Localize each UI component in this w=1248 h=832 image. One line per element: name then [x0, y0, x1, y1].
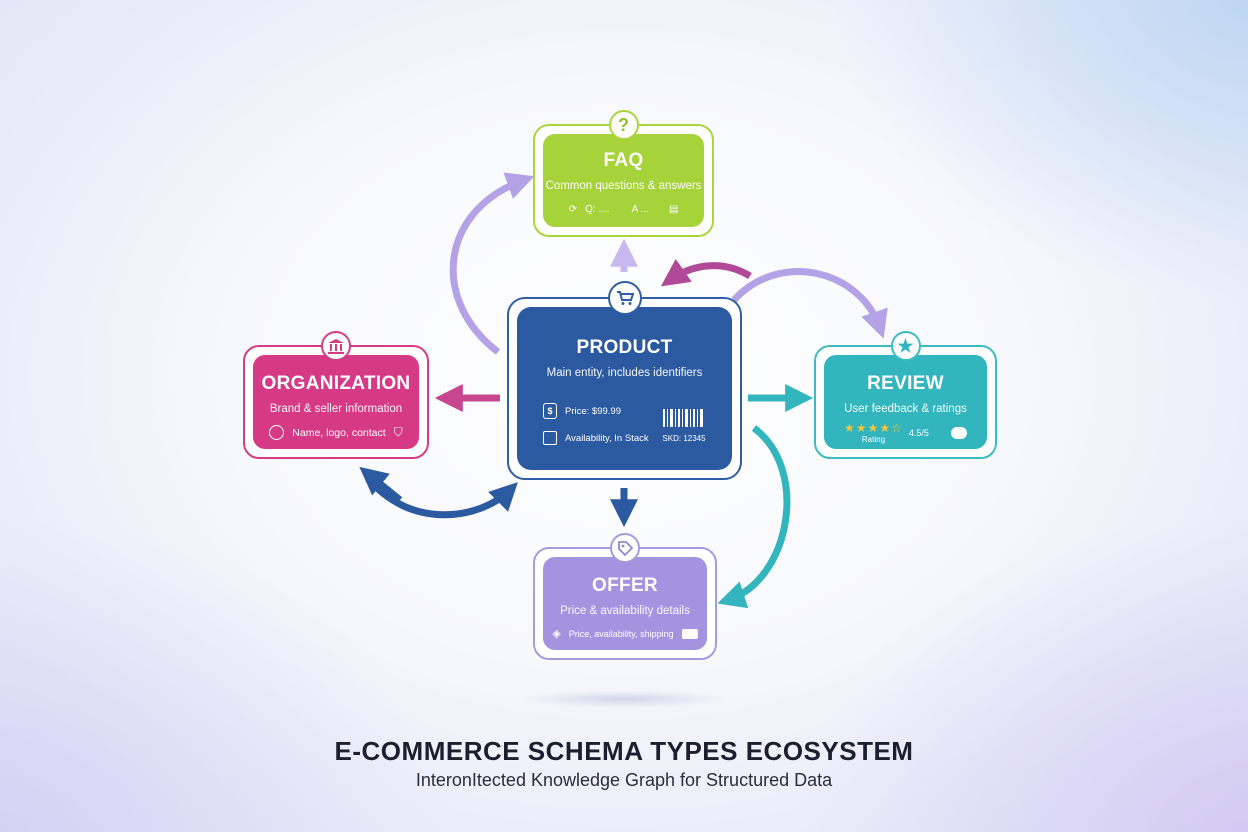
faq-card: FAQ Common questions & answers ⟳ Q: ....… [543, 134, 704, 227]
faq-q-label: Q: .... [585, 204, 610, 215]
faq-node[interactable]: FAQ Common questions & answers ⟳ Q: ....… [533, 110, 714, 237]
speech-bubble-icon [950, 426, 967, 439]
price-tag-icon: ◈ [552, 628, 561, 640]
faq-qa-row: ⟳ Q: .... A ... ▤ [543, 204, 704, 215]
arrow-review-to-product [660, 258, 752, 287]
offer-details: Price, availability, shipping [568, 628, 674, 639]
faq-title: FAQ [603, 150, 644, 171]
rating-stars: ★★★★☆ [844, 421, 903, 435]
calendar-icon [543, 431, 557, 445]
organization-description: Brand & seller information [269, 403, 403, 415]
chat-bubbles-icon: ⟳ [568, 204, 578, 215]
dollar-icon: $ [543, 403, 557, 419]
product-details: $ Price: $99.99 Availability, In Stack [543, 403, 649, 445]
page-subtitle: InteronItected Knowledge Graph for Struc… [415, 770, 833, 790]
arrow-org-to-product-arc [365, 475, 518, 519]
building-icon [321, 331, 351, 361]
offer-title: OFFER [592, 575, 658, 596]
organization-node[interactable]: ORGANIZATION Brand & seller information … [243, 331, 429, 459]
background-glow-bottom-left [0, 512, 460, 832]
review-card: REVIEW User feedback & ratings ★★★★☆ Rat… [824, 355, 987, 449]
review-description: User feedback & ratings [844, 403, 967, 415]
background-glow-top-right [828, 0, 1248, 300]
organization-details-row: Name, logo, contact ⛉ [253, 425, 419, 440]
shield-icon: ⛉ [393, 425, 403, 439]
barcode-icon [663, 409, 703, 427]
question-icon: ? [608, 110, 639, 140]
background-glow-bottom-right [788, 512, 1248, 832]
product-description: Main entity, includes identifiers [546, 367, 703, 379]
faq-description: Common questions & answers [545, 180, 702, 192]
globe-icon [269, 425, 285, 440]
truck-icon [681, 628, 698, 639]
product-node[interactable]: PRODUCT Main entity, includes identifier… [507, 281, 742, 480]
product-availability: Availability, In Stack [565, 432, 649, 444]
offer-card: OFFER Price & availability details ◈ Pri… [543, 557, 707, 650]
offer-node[interactable]: OFFER Price & availability details ◈ Pri… [533, 533, 717, 660]
arrow-product-to-review-arc [731, 268, 888, 339]
product-card: PRODUCT Main entity, includes identifier… [517, 307, 732, 470]
organization-card: ORGANIZATION Brand & seller information … [253, 355, 419, 449]
ground-shadow [520, 690, 728, 708]
product-price: Price: $99.99 [565, 405, 621, 417]
offer-details-row: ◈ Price, availability, shipping [543, 627, 707, 640]
rating-label: Rating [861, 435, 886, 444]
star-icon: ★ [890, 331, 921, 361]
faq-a-label: A ... [631, 204, 649, 215]
organization-title: ORGANIZATION [261, 373, 411, 394]
arrow-review-to-offer-arc [717, 425, 791, 609]
cart-icon [607, 281, 642, 315]
rating-value: 4.5/5 [908, 427, 929, 438]
page-title: E-COMMERCE SCHEMA TYPES ECOSYSTEM [334, 736, 914, 766]
product-title: PRODUCT [576, 337, 673, 358]
offer-description: Price & availability details [560, 605, 690, 617]
tag-icon [610, 533, 640, 563]
review-title: REVIEW [867, 373, 944, 394]
arrow-org-head-left [359, 466, 403, 503]
organization-details: Name, logo, contact [292, 426, 386, 439]
product-sku: SKD: 12345 [662, 434, 706, 443]
comment-box-icon: ▤ [668, 204, 679, 215]
barcode-block: SKD: 12345 [662, 409, 706, 443]
review-rating-row: ★★★★☆ Rating 4.5/5 [824, 421, 987, 444]
arrow-org-to-faq [449, 172, 535, 355]
review-node[interactable]: REVIEW User feedback & ratings ★★★★☆ Rat… [814, 331, 997, 459]
